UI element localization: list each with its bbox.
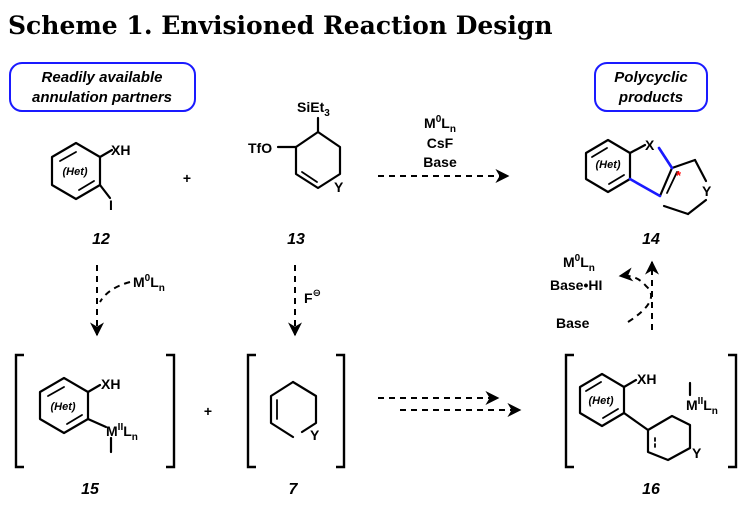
compound-13-label: 13 — [287, 231, 305, 248]
het-label-14: (Het) — [595, 159, 620, 171]
xh-label-16: XH — [637, 371, 656, 387]
catalyst-curve-left — [99, 281, 131, 303]
compound-14-structure: (Het) X Y * — [584, 137, 712, 216]
compound-14-label: 14 — [642, 231, 660, 248]
products-line2: products — [618, 89, 683, 106]
x-label-14: X — [645, 137, 655, 153]
partners-box: Readily available annulation partners — [9, 62, 196, 112]
products-line1: Polycyclic — [614, 69, 688, 86]
compound-16-label: 16 — [642, 481, 660, 498]
metal-label-16: MIILn — [686, 396, 718, 417]
y-label-16: Y — [692, 445, 702, 461]
catalyst-top: M0Ln — [424, 114, 456, 135]
partners-line2: annulation partners — [32, 89, 172, 106]
het-label: (Het) — [62, 166, 87, 178]
y-label-13: Y — [334, 179, 344, 195]
catalyst-left: M0Ln — [133, 273, 165, 294]
siet3-label: SiEt3 — [297, 99, 330, 119]
compound-7-label: 7 — [289, 481, 299, 498]
plus-sign-bottom: + — [204, 403, 212, 419]
compound-7-structure: Y — [246, 353, 346, 469]
base-bottom-label: Base — [556, 315, 590, 331]
compound-15-label: 15 — [81, 481, 100, 498]
het-label-15: (Het) — [50, 401, 75, 413]
y-label-14: Y — [702, 183, 712, 199]
tfo-label: TfO — [248, 140, 272, 156]
xh-label: XH — [111, 142, 130, 158]
partners-line1: Readily available — [42, 69, 163, 86]
scheme-title: Scheme 1. Envisioned Reaction Design — [8, 11, 553, 40]
csf-label: CsF — [427, 135, 454, 151]
fluoride-label: F⊖ — [304, 288, 321, 306]
compound-15-structure: (Het) XH MIILn — [14, 353, 176, 469]
base-curve-arrow — [618, 267, 652, 323]
products-box: Polycyclic products — [594, 62, 708, 112]
iodo-label: I — [109, 197, 113, 213]
compound-12-label: 12 — [92, 231, 110, 248]
compound-12-structure: (Het) XH I — [50, 141, 130, 213]
compound-16-structure: (Het) XH MIILn Y — [564, 353, 738, 469]
metal-label-15: MIILn — [106, 422, 138, 443]
catalyst-right: M0Ln — [563, 253, 595, 274]
base-top-label: Base — [423, 154, 457, 170]
stereocenter-star: * — [676, 168, 682, 183]
het-label-16: (Het) — [588, 395, 613, 407]
compound-13-structure: SiEt3 TfO Y — [248, 99, 344, 195]
xh-label-15: XH — [101, 376, 120, 392]
y-label-7: Y — [310, 427, 320, 443]
base-hi-label: Base•HI — [550, 277, 602, 293]
plus-sign-top: + — [183, 170, 191, 186]
